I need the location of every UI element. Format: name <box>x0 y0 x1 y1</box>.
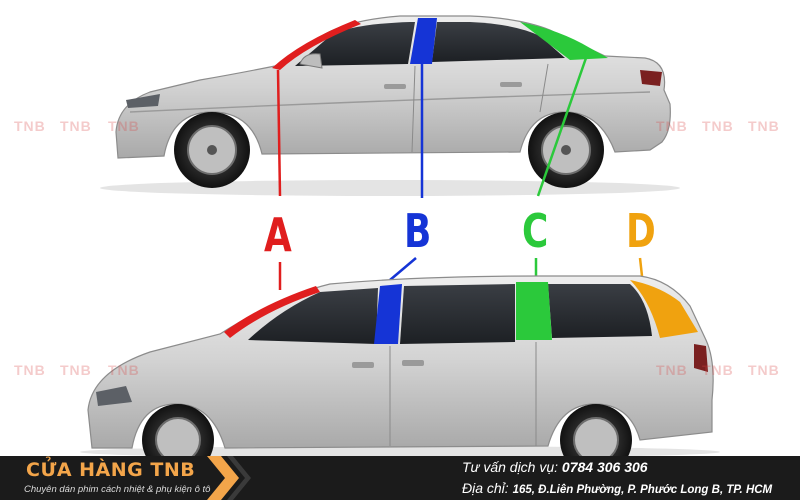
watermark: TNB <box>14 362 46 378</box>
watermark: TNB <box>656 118 688 134</box>
a-connector-line <box>276 69 282 197</box>
minivan-c-pillar <box>516 282 552 340</box>
minivan-d-pillar <box>630 280 698 338</box>
watermark: TNB <box>108 118 140 134</box>
brand-tagline: Chuyên dán phim cách nhiệt & phụ kiện ô … <box>24 484 211 495</box>
sedan-b-pillar <box>410 18 437 64</box>
address-label: Địa chỉ: <box>462 480 509 496</box>
service-phone: 0784 306 306 <box>561 459 648 475</box>
pillar-label-b: B <box>404 204 432 258</box>
watermark: TNB <box>656 362 688 378</box>
pillar-label-a: A <box>264 208 292 262</box>
minivan-a-pillar <box>224 286 320 338</box>
store-address: Địa chỉ: 165, Đ.Liên Phường, P. Phước Lo… <box>462 480 772 496</box>
watermark: TNB <box>60 362 92 378</box>
minivan-car <box>80 275 720 456</box>
minivan-b-pillar <box>374 284 402 344</box>
watermark: TNB <box>748 118 780 134</box>
service-hotline: Tư vấn dịch vụ: 0784 306 306 <box>462 459 648 475</box>
watermark: TNB <box>702 118 734 134</box>
watermark: TNB <box>748 362 780 378</box>
sedan-car <box>100 15 680 198</box>
footer-accent-stripe <box>207 456 251 500</box>
watermark: TNB <box>60 118 92 134</box>
pillar-label-d: D <box>626 204 656 258</box>
sedan-c-pillar <box>520 22 608 60</box>
footer-bar: CỬA HÀNG TNB Chuyên dán phim cách nhiệt … <box>0 456 800 500</box>
sedan-a-pillar <box>272 20 361 70</box>
address-value: 165, Đ.Liên Phường, P. Phước Long B, TP.… <box>512 484 773 496</box>
cars-illustration <box>80 15 720 456</box>
c-connector-line <box>536 57 588 197</box>
pillar-label-c: C <box>522 204 549 258</box>
service-label: Tư vấn dịch vụ: <box>462 459 559 475</box>
watermark: TNB <box>702 362 734 378</box>
brand-name: CỬA HÀNG TNB <box>26 459 196 481</box>
watermark: TNB <box>14 118 46 134</box>
watermark: TNB <box>108 362 140 378</box>
